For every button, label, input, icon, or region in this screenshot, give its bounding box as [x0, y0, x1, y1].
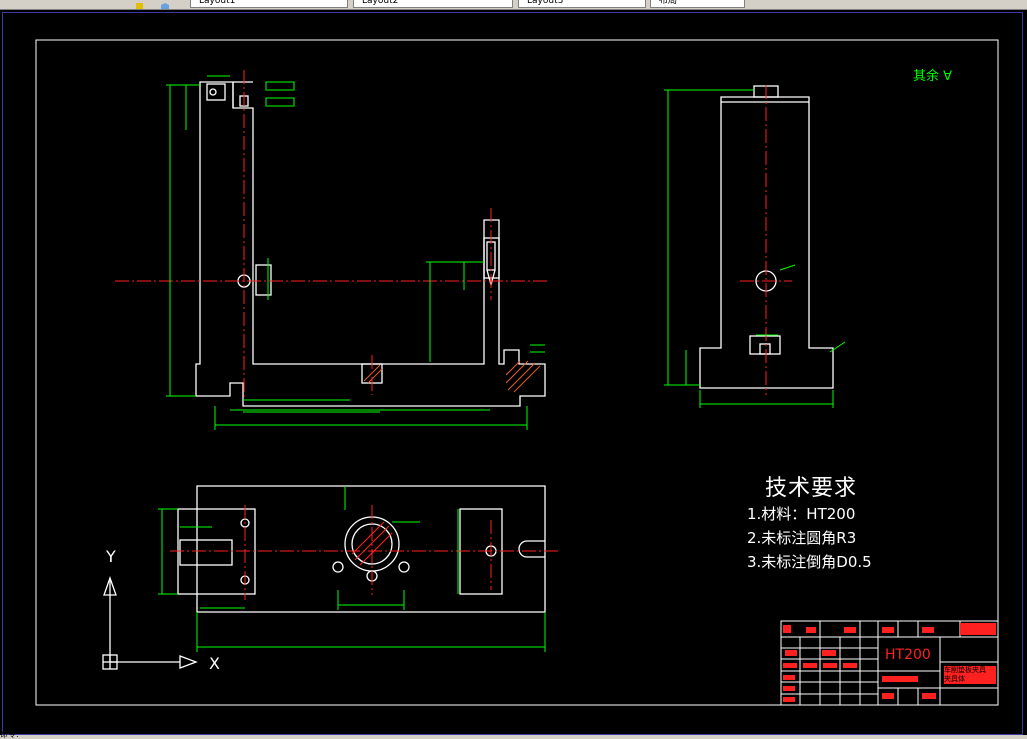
front-hatch	[363, 360, 541, 393]
layer-icon[interactable]	[135, 0, 144, 9]
surface-roughness-note: 其余 ∀	[913, 69, 953, 84]
tech-requirement-2: 2.未标注圆角R3	[747, 529, 857, 547]
ucs-icon	[102, 576, 198, 670]
tab-layout2[interactable]: Layout2	[353, 0, 513, 8]
ucs-x-label: X	[209, 654, 220, 673]
front-dimensions	[166, 75, 545, 430]
tech-requirements-title: 技术要求	[765, 476, 858, 501]
tab-layout4[interactable]: 布局	[650, 0, 745, 8]
title-block-material: HT200	[885, 647, 931, 663]
top-centerlines	[170, 505, 560, 600]
top-view	[177, 485, 546, 613]
ucs-y-label: Y	[106, 547, 116, 566]
drawing-viewport-frame	[2, 12, 1023, 735]
title-block-fills	[783, 623, 996, 702]
top-hatch	[351, 521, 393, 566]
title-block-name-1: 车削垫板夹具	[944, 666, 986, 674]
tech-requirement-3: 3.未标注倒角D0.5	[747, 553, 872, 571]
command-line-bar[interactable]: 命令:	[0, 731, 1027, 739]
front-centerlines	[115, 70, 548, 400]
command-line-text: 命令:	[0, 730, 19, 739]
tab-layout1[interactable]: Layout1	[190, 0, 348, 8]
side-dimensions	[664, 89, 846, 408]
title-block-name-2: 夹具体	[944, 675, 965, 683]
side-centerlines	[740, 85, 792, 395]
tech-requirement-1: 1.材料：HT200	[747, 505, 856, 523]
layout-tab-bar: Layout1 Layout2 Layout3 布局	[0, 0, 1027, 10]
title-block	[780, 620, 999, 706]
cube-icon[interactable]	[160, 0, 169, 9]
front-view	[195, 81, 546, 407]
sheet-border	[35, 39, 999, 706]
top-dimensions	[158, 486, 546, 652]
tab-layout3[interactable]: Layout3	[518, 0, 646, 8]
